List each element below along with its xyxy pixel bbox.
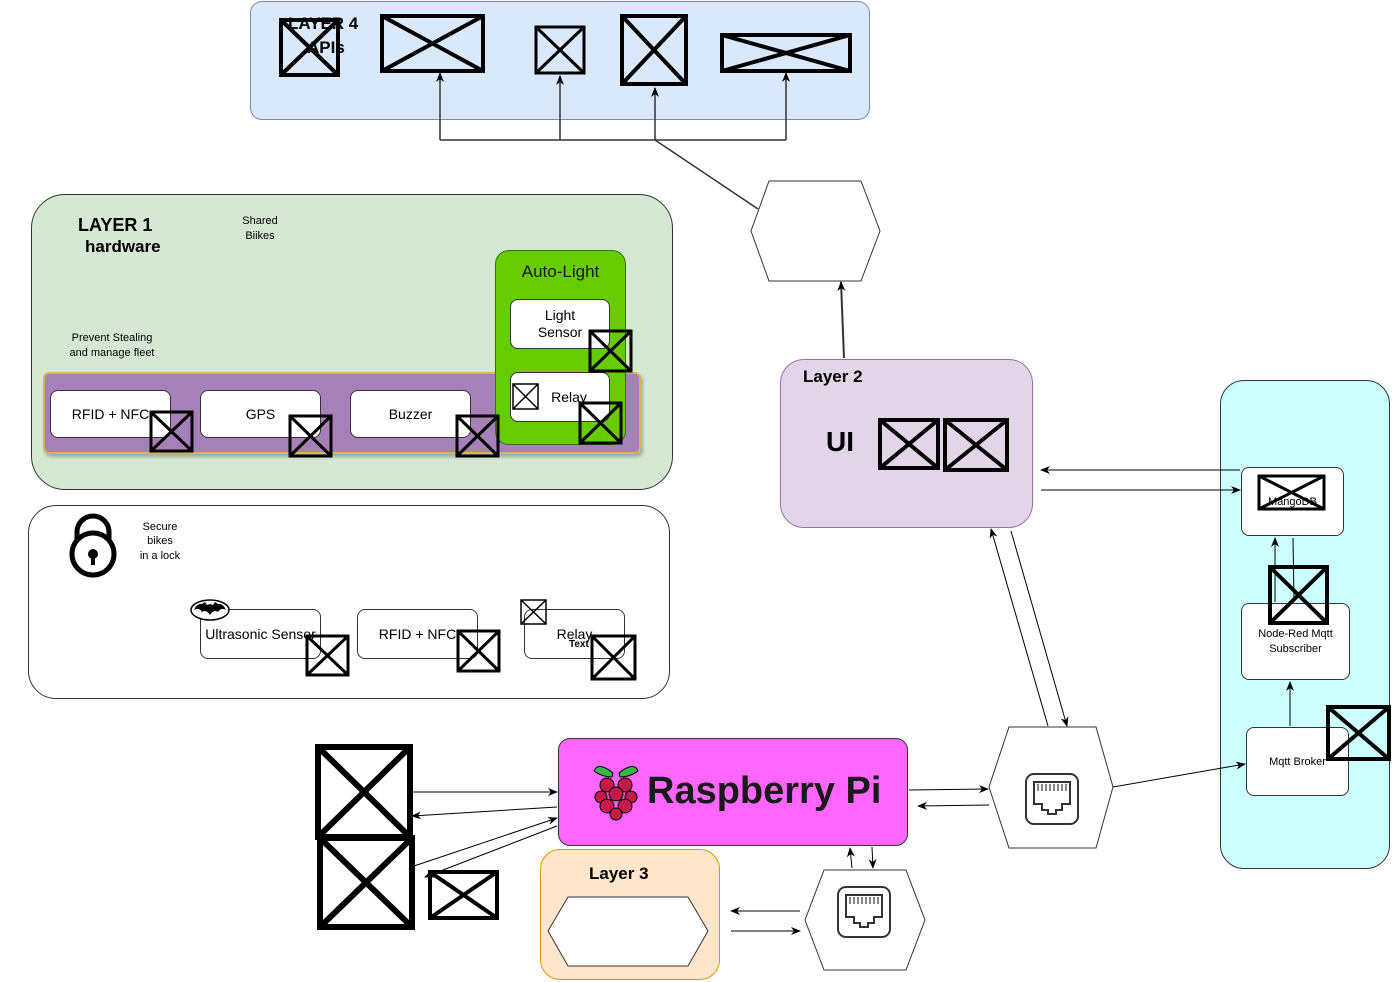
pi-to-router-arrow <box>908 785 989 794</box>
layer3-action-line2: Troubleshooting <box>563 931 693 951</box>
pi-to-device-arrow <box>411 806 558 820</box>
secure-note-line1: Secure <box>142 521 178 533</box>
prevent-note-line2: and manage fleet <box>69 347 155 359</box>
shared-note-line2: Biikes <box>245 230 275 242</box>
raspberry-pi-label: Raspberry Pi <box>647 770 882 812</box>
node-red-subscriber-card: Node-Red Mqtt Subscriber <box>1241 603 1350 680</box>
lock-relay-sub: Text <box>569 639 589 650</box>
ui-label: UI <box>826 426 854 457</box>
auto-light-title: Auto-Light <box>521 262 600 281</box>
router-hexagon <box>988 726 1114 849</box>
fleet-item-buzzer: Buzzer <box>350 390 471 438</box>
pi-to-small-device-arrow <box>424 825 558 878</box>
fleet-item-gps: GPS <box>200 390 321 438</box>
lock-item-relay: Relay <box>524 609 625 659</box>
router-to-pi-arrow <box>917 801 990 810</box>
relay-card: Relay <box>510 372 610 422</box>
device-to-pi-arrow-2 <box>413 817 558 867</box>
mongodb-card: MangoDB <box>1241 467 1344 536</box>
secure-note-line2: bikes <box>147 535 173 547</box>
http-hexagon <box>750 180 881 282</box>
router-to-ui-arrow <box>989 528 1049 727</box>
http-get-label: HTTP :GET <box>779 246 852 262</box>
shared-note-line1: Shared <box>242 215 278 227</box>
lock-container <box>28 505 670 699</box>
light-sensor-card: Light Sensor <box>510 299 610 349</box>
prevent-note-line1: Prevent Stealing <box>71 332 153 344</box>
ssh-ethernet-icon <box>837 886 891 938</box>
ethernet-port-icon <box>1025 773 1079 825</box>
ssh-to-pi-arrow <box>846 847 855 869</box>
ssh-label: SSH <box>846 944 884 964</box>
secure-note-line3: in a lock <box>139 550 181 562</box>
layer3-action-line1: Update <box>598 909 658 929</box>
layer4-subtitle: APIs <box>307 38 345 57</box>
pi-to-ssh-arrow <box>868 846 877 869</box>
layer2-title: Layer 2 <box>803 367 863 386</box>
layer3-title: Layer 3 <box>589 864 649 883</box>
lock-item-ultrasonic: Ultrasonic Sensor <box>200 609 321 659</box>
layer1-title: LAYER 1 <box>78 215 153 235</box>
layer1-subtitle: hardware <box>85 237 161 256</box>
fleet-item-rfid: RFID + NFC <box>50 390 171 438</box>
ui-to-router-arrow <box>1010 530 1069 727</box>
lock-item-rfid: RFID + NFC <box>357 609 478 659</box>
mqtt-broker-card: Mqtt Broker <box>1246 727 1349 796</box>
layer2-to-http-arrow <box>837 281 846 359</box>
layer4-title: LAYER 4 <box>288 14 359 33</box>
